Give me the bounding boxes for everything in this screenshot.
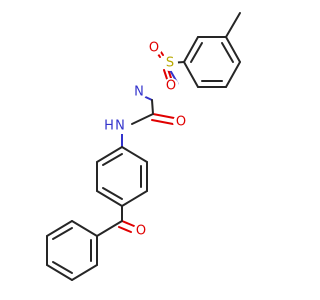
ketone-oxygen: O [136,224,146,239]
bond [102,187,123,200]
bond [221,42,234,63]
bond [102,153,123,166]
bond [190,42,203,63]
bond [225,36,241,63]
sulfonyl-oxygen-left: O [149,41,159,56]
bond [151,119,174,125]
atom-label-sulfonyl-oxygen-left: O [146,40,162,56]
chemical-structure: O S O N H N O O [46,12,241,281]
atom-label-urea-oxygen: O [173,114,189,130]
bond [160,51,164,56]
atom-label-urea-nh: H N [103,118,125,134]
urea-hydrogen: H [104,119,114,134]
label-background [133,223,149,239]
atom-label-sulfur: S [162,55,178,71]
bond [183,36,199,63]
central-aryl-ring [96,146,148,207]
label-background [103,118,125,134]
atom-label-sulfonyl-oxygen-bottom: O [163,78,179,94]
label-background [163,78,179,94]
bond [52,261,73,274]
bond [71,264,98,281]
bond [163,69,168,80]
tolyl-ring [183,36,241,88]
bond [183,61,199,88]
bond [121,190,148,207]
bond [52,227,73,240]
urea-nitrogen: N [115,119,125,134]
bond [121,220,135,227]
label-background [162,55,178,71]
bond [96,190,123,207]
bond [46,220,73,237]
urea-oxygen: O [176,115,186,130]
bond [71,220,98,237]
methyl-bond [225,12,241,38]
atom-label-ketone-oxygen: O [133,223,149,239]
label-background [131,84,147,100]
bond [151,99,154,115]
sulfur-atom: S [166,56,174,71]
bond [96,146,123,163]
bond [225,61,241,88]
label-background [146,40,162,56]
bond [46,264,73,281]
atom-label-sulfonyl-nitrogen: N [131,84,147,100]
phenyl-ring [46,220,98,281]
bond [118,226,132,233]
bond [152,113,175,119]
label-background [173,114,189,130]
bond [96,220,123,237]
sulfonyl-nitrogen: N [134,85,144,100]
bond [131,113,154,125]
bond [121,146,148,163]
sulfonyl-oxygen-bottom: O [166,79,176,94]
